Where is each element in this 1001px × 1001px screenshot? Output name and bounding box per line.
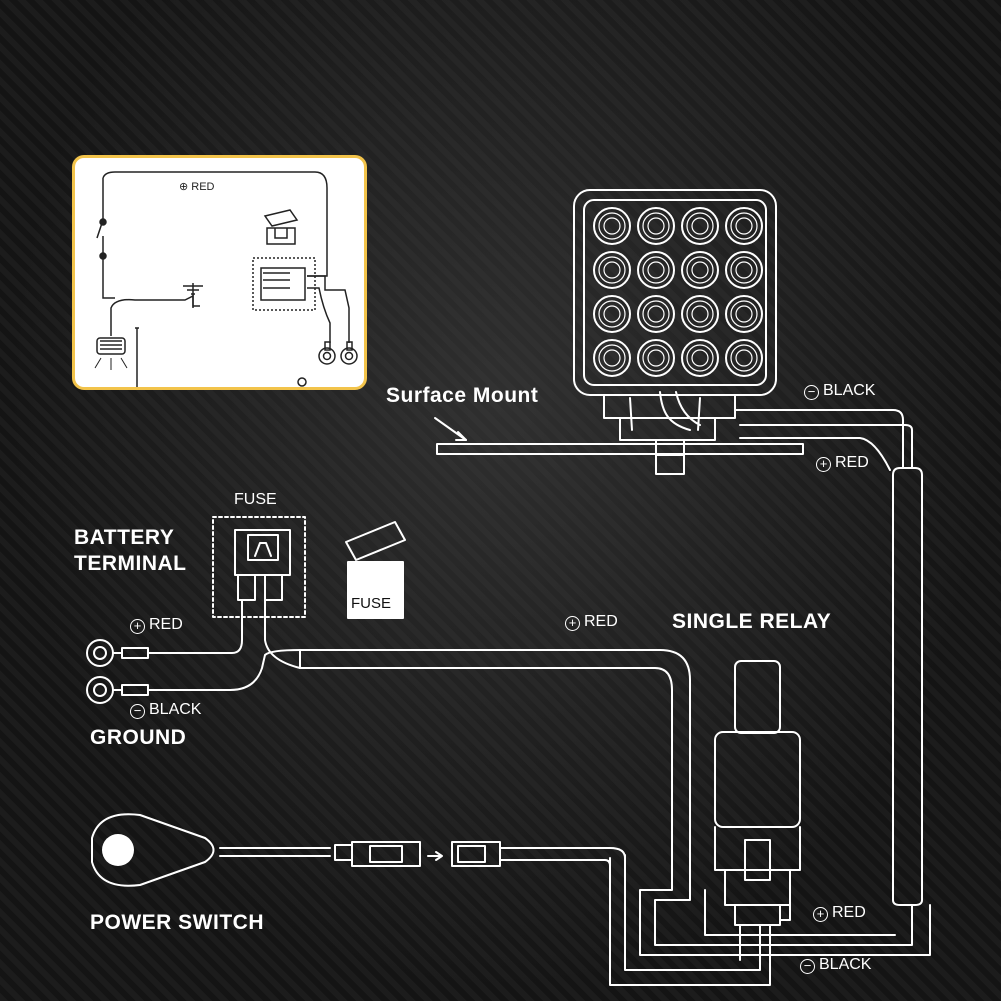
led-lens bbox=[681, 295, 719, 333]
light-cable-sheath bbox=[892, 467, 923, 906]
fuse-card-fill bbox=[349, 563, 402, 617]
black-wire-label-ground: −BLACK bbox=[130, 701, 201, 719]
led-lens bbox=[691, 217, 709, 235]
main-harness-outer bbox=[299, 649, 691, 871]
minus-icon: − bbox=[800, 959, 815, 974]
red-wire-label-battery: +RED bbox=[130, 616, 183, 634]
led-lens bbox=[647, 349, 665, 367]
led-lens bbox=[735, 217, 753, 235]
led-lens bbox=[686, 300, 714, 328]
led-lens bbox=[593, 295, 631, 333]
black-wire-label-bottom: −BLACK bbox=[800, 956, 871, 974]
led-lens bbox=[725, 339, 763, 377]
ground-label: GROUND bbox=[90, 726, 187, 749]
led-lens bbox=[735, 305, 753, 323]
plus-icon: + bbox=[565, 616, 580, 631]
led-lens bbox=[637, 339, 675, 377]
led-lens bbox=[730, 212, 758, 240]
inset-red-label: ⊕ RED bbox=[179, 181, 215, 193]
led-lens bbox=[603, 261, 621, 279]
led-lens bbox=[686, 256, 714, 284]
led-lens bbox=[686, 212, 714, 240]
led-lens bbox=[730, 300, 758, 328]
led-lens bbox=[725, 207, 763, 245]
fuse-holder-box bbox=[212, 516, 306, 618]
led-lens bbox=[598, 300, 626, 328]
led-lens bbox=[593, 207, 631, 245]
red-wire-label-top: +RED bbox=[816, 454, 869, 472]
led-lens bbox=[637, 295, 675, 333]
inset-drawing bbox=[94, 171, 358, 387]
led-lens bbox=[730, 256, 758, 284]
fuse-card-top bbox=[345, 521, 406, 561]
led-lens bbox=[598, 256, 626, 284]
led-lens bbox=[691, 305, 709, 323]
led-lens bbox=[603, 349, 621, 367]
plus-icon: + bbox=[130, 619, 145, 634]
main-harness-inner bbox=[299, 667, 673, 871]
led-lens bbox=[603, 217, 621, 235]
plus-icon: + bbox=[816, 457, 831, 472]
led-work-light bbox=[573, 189, 777, 475]
led-lens bbox=[642, 212, 670, 240]
led-lens bbox=[593, 339, 631, 377]
led-lens bbox=[725, 251, 763, 289]
led-lens bbox=[730, 344, 758, 372]
power-switch-body bbox=[91, 813, 215, 887]
fuse-label-top: FUSE bbox=[234, 491, 277, 508]
led-lens bbox=[642, 344, 670, 372]
fuse-card-label: FUSE bbox=[351, 595, 392, 612]
led-lens bbox=[647, 261, 665, 279]
surface-mount-arrow bbox=[434, 417, 467, 441]
battery-terminal-label-1: BATTERY bbox=[74, 526, 175, 549]
led-lens-grid bbox=[593, 207, 763, 377]
led-lens bbox=[642, 256, 670, 284]
led-lens bbox=[691, 261, 709, 279]
led-lens bbox=[681, 339, 719, 377]
led-lens bbox=[686, 344, 714, 372]
single-relay-label: SINGLE RELAY bbox=[672, 610, 832, 633]
led-lens bbox=[647, 217, 665, 235]
led-lens bbox=[637, 251, 675, 289]
led-lens bbox=[603, 305, 621, 323]
single-relay-body bbox=[714, 660, 801, 926]
minus-icon: − bbox=[804, 385, 819, 400]
led-lens bbox=[681, 251, 719, 289]
led-lens bbox=[725, 295, 763, 333]
led-lens bbox=[735, 349, 753, 367]
led-lens bbox=[647, 305, 665, 323]
minus-icon: − bbox=[130, 704, 145, 719]
power-switch-label: POWER SWITCH bbox=[90, 911, 264, 934]
led-lens bbox=[642, 300, 670, 328]
ring-terminal-black bbox=[86, 676, 114, 704]
led-lens bbox=[598, 344, 626, 372]
power-switch-button bbox=[102, 834, 134, 866]
led-lens bbox=[593, 251, 631, 289]
surface-mount-label: Surface Mount bbox=[386, 384, 539, 407]
surface-mount-plate bbox=[436, 443, 804, 455]
inset-wiring-sketch: ⊕ RED bbox=[72, 155, 367, 390]
led-lens bbox=[598, 212, 626, 240]
black-wire-label-top: −BLACK bbox=[804, 382, 875, 400]
battery-terminal-label-2: TERMINAL bbox=[74, 552, 187, 575]
led-lens bbox=[681, 207, 719, 245]
led-lens bbox=[735, 261, 753, 279]
ring-terminal-red bbox=[86, 639, 114, 667]
led-lens bbox=[637, 207, 675, 245]
red-wire-label-bottom: +RED bbox=[813, 904, 866, 922]
red-wire-label-mid: +RED bbox=[565, 613, 618, 631]
plus-icon: + bbox=[813, 907, 828, 922]
led-lens bbox=[691, 349, 709, 367]
light-wire-black bbox=[734, 409, 904, 469]
